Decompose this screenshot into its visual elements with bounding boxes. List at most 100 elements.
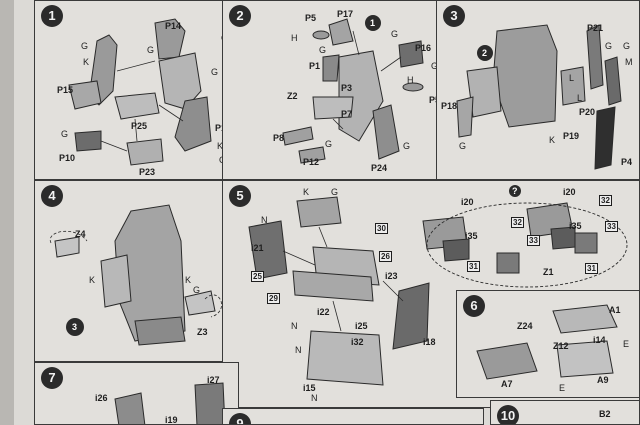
part-label: P25 — [131, 121, 148, 131]
paint-callout: G — [325, 139, 333, 149]
paint-callout: H — [291, 33, 298, 43]
part-box-label: 33 — [527, 235, 540, 246]
step-2-panel: 2 1 P5 P17 P16 P1 — [222, 0, 448, 180]
step-number: 1 — [41, 5, 63, 27]
part-label: P23 — [139, 167, 156, 177]
part-label: P12 — [303, 157, 320, 167]
part-box-label: 25 — [251, 271, 264, 282]
part-label: i21 — [251, 243, 264, 253]
paint-callout: K — [89, 275, 96, 285]
paint-callout: G — [193, 285, 201, 295]
paint-callout: N — [291, 321, 298, 331]
step-4-drawing — [49, 204, 222, 346]
paint-callout: G — [431, 61, 439, 71]
paint-callout: G — [459, 141, 467, 151]
paint-callout: K — [185, 275, 192, 285]
part-label: i35 — [569, 221, 582, 231]
ref-step-marker: ? — [512, 186, 518, 196]
part-label: P7 — [341, 109, 353, 119]
part-label: i15 — [303, 383, 316, 393]
part-label: i18 — [423, 337, 436, 347]
part-label: i27 — [207, 375, 220, 385]
part-box-label: 32 — [599, 195, 612, 206]
step-number: 3 — [443, 5, 465, 27]
part-label: P3 — [341, 83, 353, 93]
step-number: 10 — [497, 405, 519, 424]
part-label: P14 — [165, 21, 182, 31]
part-label: P21 — [587, 23, 604, 33]
paint-callout: G — [403, 141, 411, 151]
part-label: i25 — [355, 321, 368, 331]
part-label: P18 — [441, 101, 458, 111]
part-box-label: 31 — [585, 263, 598, 274]
part-label: Z24 — [517, 321, 533, 331]
part-label: P5 — [305, 13, 317, 23]
step-3-drawing — [456, 24, 622, 170]
part-label: P1 — [309, 61, 321, 71]
step-9-panel: 9 — [222, 408, 484, 425]
paint-callout: G — [623, 41, 631, 51]
paint-callout: G — [147, 45, 155, 55]
part-label: P24 — [371, 163, 388, 173]
paint-callout: N — [311, 393, 318, 403]
step-1-drawing — [68, 18, 212, 166]
part-box-label: 32 — [511, 217, 524, 228]
part-label: i35 — [465, 231, 478, 241]
paint-callout: E — [559, 383, 566, 393]
step-5-drawing — [248, 185, 628, 386]
part-label: P20 — [579, 107, 596, 117]
part-label: i20 — [461, 197, 474, 207]
step-7-panel: 7 i26 i27 i19 — [34, 362, 239, 425]
part-label: i19 — [165, 415, 178, 425]
paint-callout: K — [303, 187, 310, 197]
paint-callout: N — [295, 345, 302, 355]
part-label: A7 — [501, 379, 513, 389]
step-3-panel: 3 2 P21 P18 P20 P19 P4 G G M L L K G — [436, 0, 640, 180]
paint-callout: N — [261, 215, 268, 225]
paint-callout: G — [605, 41, 613, 51]
part-box-label: 31 — [467, 261, 480, 272]
paint-callout: G — [61, 129, 69, 139]
paint-callout: G — [391, 29, 399, 39]
step-6-drawing — [476, 304, 618, 380]
part-label: A1 — [609, 305, 621, 315]
part-label: B2 — [599, 409, 611, 419]
paint-callout: L — [569, 73, 575, 83]
part-label: i23 — [385, 271, 398, 281]
part-label: Z2 — [287, 91, 298, 101]
step-4-panel: 4 3 Z4 Z3 K G K — [34, 180, 239, 362]
step-number: 2 — [229, 5, 251, 27]
ref-step-marker: 3 — [72, 322, 78, 332]
part-box-label: 33 — [605, 221, 618, 232]
part-label: i14 — [593, 335, 606, 345]
step-number: 4 — [41, 185, 63, 207]
paint-callout: H — [407, 75, 414, 85]
ref-step-marker: 2 — [482, 48, 488, 58]
paint-callout: G — [331, 187, 339, 197]
step-number: 7 — [41, 367, 63, 389]
part-label: P15 — [57, 85, 74, 95]
part-box-label: 26 — [379, 251, 392, 262]
part-label: P10 — [59, 153, 76, 163]
part-label: i20 — [563, 187, 576, 197]
paint-callout: K — [217, 141, 224, 151]
step-1-panel: 1 P14 P15 P25 P13 P10 P23 — [34, 0, 239, 180]
step-number: 6 — [463, 295, 485, 317]
paint-callout: G — [81, 41, 89, 51]
part-label: P5 — [429, 95, 441, 105]
part-label: P16 — [415, 43, 432, 53]
paint-callout: E — [623, 339, 630, 349]
step-number: 5 — [229, 185, 251, 207]
step-6-panel: 6 A1 Z24 Z12 i14 A7 A9 E E — [456, 290, 640, 398]
part-box-label: 30 — [375, 223, 388, 234]
part-label: P17 — [337, 9, 354, 19]
paint-callout: L — [577, 93, 583, 103]
paint-callout: K — [549, 135, 556, 145]
step-7-drawing — [114, 382, 226, 424]
part-label: P4 — [621, 157, 633, 167]
paint-callout: M — [625, 57, 633, 67]
paint-callout: G — [211, 67, 219, 77]
part-label: Z3 — [197, 327, 208, 337]
step-10-panel: 10 B2 — [490, 400, 640, 425]
part-label: A9 — [597, 375, 609, 385]
